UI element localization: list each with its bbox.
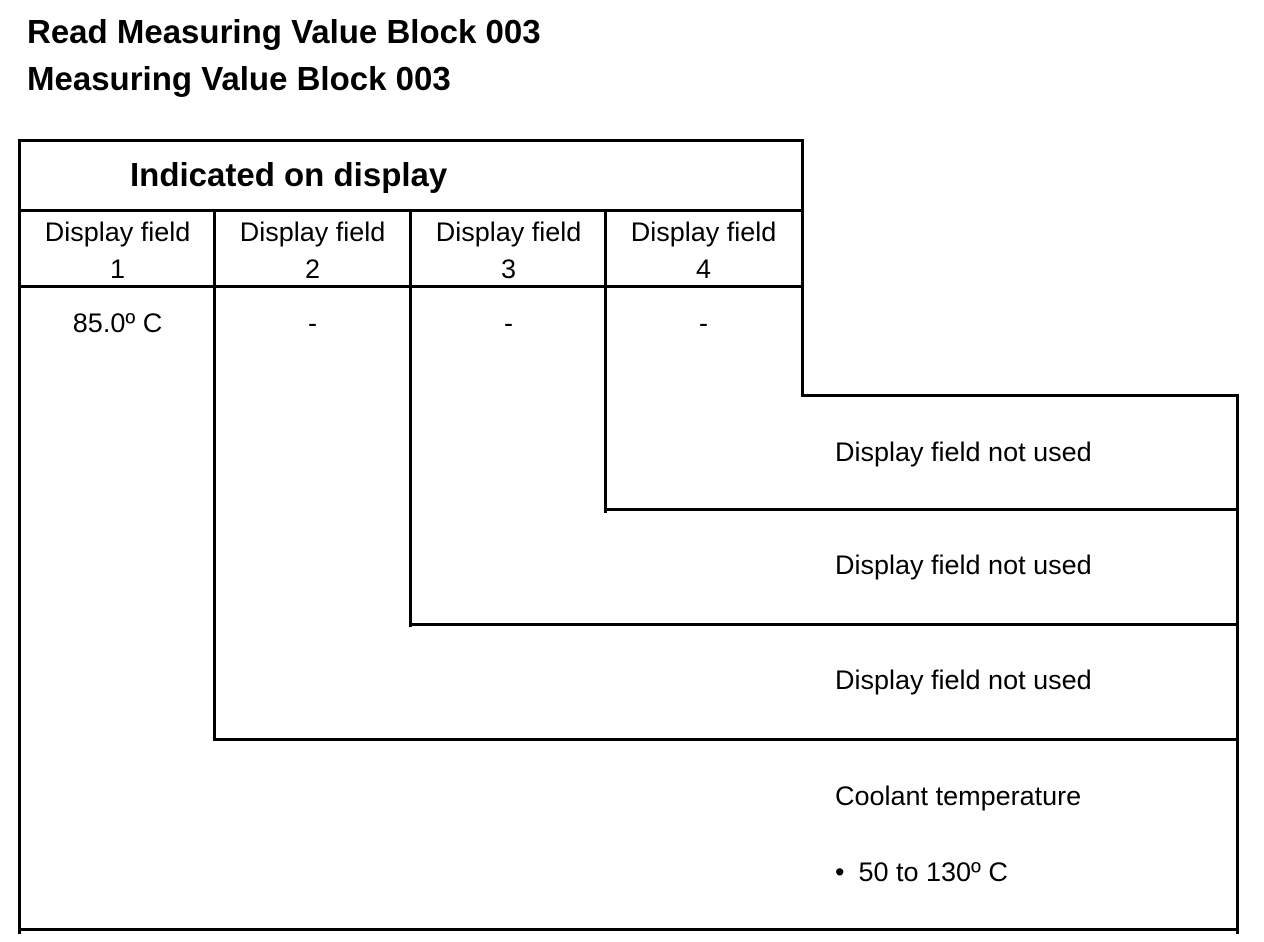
field-4-note: Display field not used (835, 437, 1092, 467)
step-line-1 (213, 738, 1239, 741)
column-divider-2 (409, 209, 412, 627)
column-divider-3 (604, 209, 607, 513)
step-line-2 (409, 623, 1239, 626)
field-3-value: - (504, 308, 513, 338)
page-title: Read Measuring Value Block 003 (27, 13, 541, 50)
frame-upper-right-border (801, 139, 804, 397)
field-2-note: Display field not used (835, 665, 1092, 695)
frame-top-border (18, 139, 804, 142)
field-1-range-text: 50 to 130º C (858, 857, 1008, 887)
field-1-value: 85.0º C (72, 308, 163, 338)
field-4-value: - (699, 308, 708, 338)
frame-left-border (18, 139, 21, 934)
step-line-4 (801, 394, 1239, 397)
frame-right-border (1236, 394, 1239, 934)
field-1-range: • 50 to 130º C (835, 859, 1008, 886)
frame-bottom-border (18, 928, 1239, 931)
bullet-icon: • (835, 857, 845, 887)
field-2-value: - (308, 308, 317, 338)
field-1-note: Coolant temperature (835, 781, 1082, 811)
step-line-3 (604, 508, 1239, 511)
page-subtitle: Measuring Value Block 003 (27, 60, 451, 97)
column-divider-1 (213, 209, 216, 741)
field-3-note: Display field not used (835, 550, 1092, 580)
